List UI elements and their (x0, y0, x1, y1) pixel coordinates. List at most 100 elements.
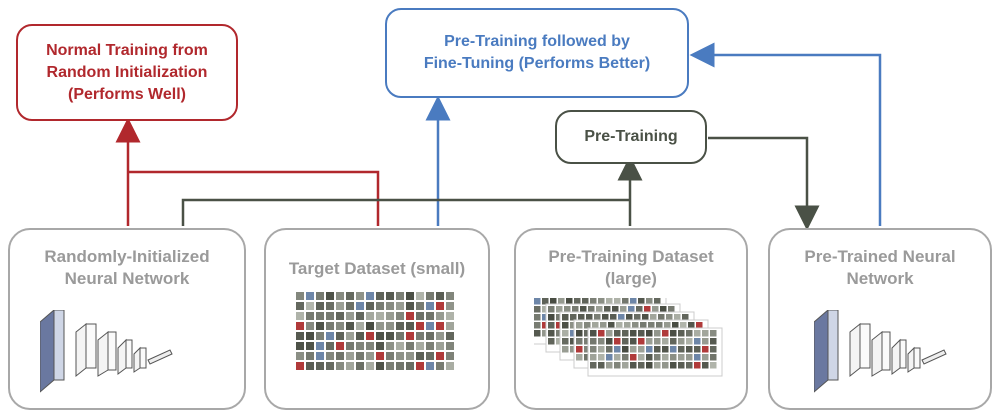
thumbnail-tile (654, 330, 661, 337)
thumbnail-tile (614, 362, 621, 369)
thumbnail-tile (702, 338, 709, 345)
thumbnail-tile (710, 338, 717, 345)
thumbnail-tile (590, 330, 597, 337)
thumbnail-tile (608, 322, 615, 329)
thumbnail-tile (336, 362, 344, 370)
thumbnail-tile (702, 354, 709, 361)
thumbnail-tile (356, 292, 364, 300)
thumbnail-tile (658, 314, 665, 321)
thumbnail-tile (416, 342, 424, 350)
thumbnail-tile (416, 322, 424, 330)
thumbnail-tile (306, 322, 314, 330)
thumbnail-tile (436, 362, 444, 370)
thumbnail-tile (678, 346, 685, 353)
thumbnail-tile (630, 338, 637, 345)
thumbnail-tile (634, 314, 641, 321)
thumbnail-tile (604, 306, 611, 313)
thumbnail-tile (446, 342, 454, 350)
thumbnail-tile (670, 354, 677, 361)
thumbnail-tile (548, 330, 555, 337)
thumbnail-tile (548, 338, 555, 345)
thumbnail-tile (406, 302, 414, 310)
thumbnail-tile (426, 362, 434, 370)
pretrained-network-box: Pre-Trained Neural Network (768, 228, 992, 410)
thumbnail-tile (670, 362, 677, 369)
thumbnail-tile (612, 306, 619, 313)
thumbnail-tile (366, 332, 374, 340)
thumbnail-tile (570, 346, 577, 353)
thumbnail-tile (336, 302, 344, 310)
thumbnail-tile (336, 352, 344, 360)
thumbnail-tile (366, 362, 374, 370)
thumbnail-tile (576, 338, 583, 345)
thumbnail-tile (416, 302, 424, 310)
thumbnail-tile (646, 298, 653, 305)
thumbnail-tile (622, 354, 629, 361)
thumbnail-tile (396, 352, 404, 360)
thumbnail-tile (614, 298, 621, 305)
thumbnail-tile (316, 352, 324, 360)
thumbnail-tile (406, 332, 414, 340)
thumbnail-tile (306, 302, 314, 310)
thumbnail-tile (426, 302, 434, 310)
thumbnail-tile (670, 330, 677, 337)
thumbnail-tile (436, 322, 444, 330)
thumbnail-tile (426, 342, 434, 350)
thumbnail-tile (446, 302, 454, 310)
thumbnail-tile (638, 338, 645, 345)
thumbnail-tile (542, 330, 549, 337)
thumbnail-tile (580, 306, 587, 313)
thumbnail-tile (654, 354, 661, 361)
thumbnail-tile (556, 314, 563, 321)
thumbnail-tile (376, 342, 384, 350)
thumbnail-tile (396, 302, 404, 310)
thumbnail-tile (316, 302, 324, 310)
random-network-box: Randomly-Initialized Neural Network (8, 228, 246, 410)
thumbnail-tile (296, 302, 304, 310)
thumbnail-tile (296, 352, 304, 360)
thumbnail-tile (614, 338, 621, 345)
thumbnail-tile (662, 330, 669, 337)
thumbnail-tile (666, 314, 673, 321)
thumbnail-tile (336, 292, 344, 300)
thumbnail-tile (674, 314, 681, 321)
target-dataset-title: Target Dataset (small) (288, 259, 466, 278)
thumbnail-tile (416, 292, 424, 300)
thumbnail-tile (396, 332, 404, 340)
thumbnail-tile (622, 298, 629, 305)
thumbnail-tile (336, 322, 344, 330)
thumbnail-tile (376, 312, 384, 320)
thumbnail-tile (606, 362, 613, 369)
thumbnail-tile (680, 322, 687, 329)
thumbnail-tile (682, 314, 689, 321)
thumbnail-tile (576, 322, 583, 329)
thumbnail-tile (694, 338, 701, 345)
thumbnail-tile (356, 322, 364, 330)
thumbnail-tile (396, 292, 404, 300)
thumbnail-tile (696, 322, 703, 329)
thumbnail-tile (656, 322, 663, 329)
thumbnail-tile (602, 314, 609, 321)
thumbnail-tile (584, 338, 591, 345)
thumbnail-tile (376, 322, 384, 330)
thumbnail-tile (376, 292, 384, 300)
thumbnail-tile (622, 362, 629, 369)
thumbnail-tile (534, 306, 541, 313)
thumbnail-tile (446, 362, 454, 370)
normal-training-box: Normal Training from Random Initializati… (16, 24, 238, 121)
thumbnail-tile (376, 362, 384, 370)
thumbnail-tile (678, 362, 685, 369)
thumbnail-tile (316, 342, 324, 350)
thumbnail-tile (598, 346, 605, 353)
neural-network-icon (814, 310, 947, 393)
thumbnail-tile (678, 330, 685, 337)
thumbnail-tile (622, 346, 629, 353)
thumbnail-tile (436, 352, 444, 360)
thumbnail-tile (326, 342, 334, 350)
thumbnail-tile (646, 330, 653, 337)
thumbnail-tile (406, 292, 414, 300)
thumbnail-tile (386, 292, 394, 300)
thumbnail-tile (710, 346, 717, 353)
dark-connector-random (181, 198, 630, 226)
